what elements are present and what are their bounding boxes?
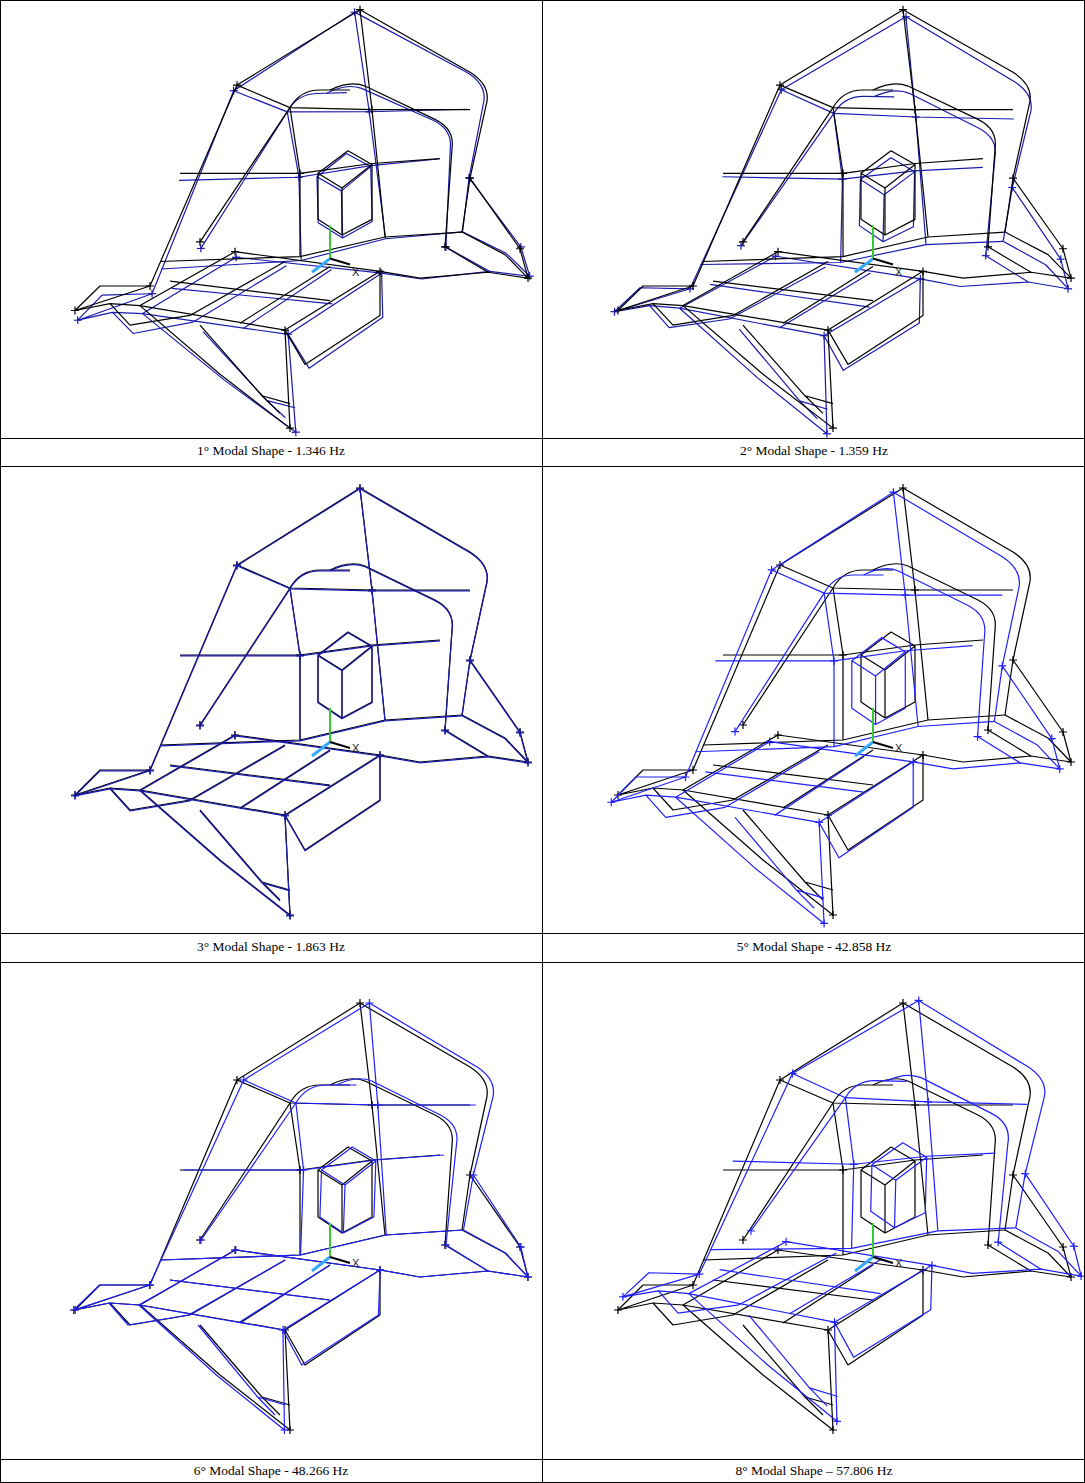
figure-caption: 8° Modal Shape – 57.806 Hz [543, 1461, 1085, 1481]
axis-label: X [352, 266, 359, 278]
figure-caption: 3° Modal Shape - 1.863 Hz [0, 937, 542, 957]
axis-label: X [895, 266, 902, 278]
axis-label: X [895, 1257, 902, 1269]
axis-label: X [895, 742, 902, 754]
figure-caption: 1° Modal Shape - 1.346 Hz [0, 441, 542, 461]
figure-caption: 2° Modal Shape - 1.359 Hz [543, 441, 1085, 461]
axis-label: X [352, 742, 359, 754]
figure-caption: 5° Modal Shape - 42.858 Hz [543, 937, 1085, 957]
axis-label: X [352, 1257, 359, 1269]
figure-caption: 6° Modal Shape - 48.266 Hz [0, 1461, 542, 1481]
